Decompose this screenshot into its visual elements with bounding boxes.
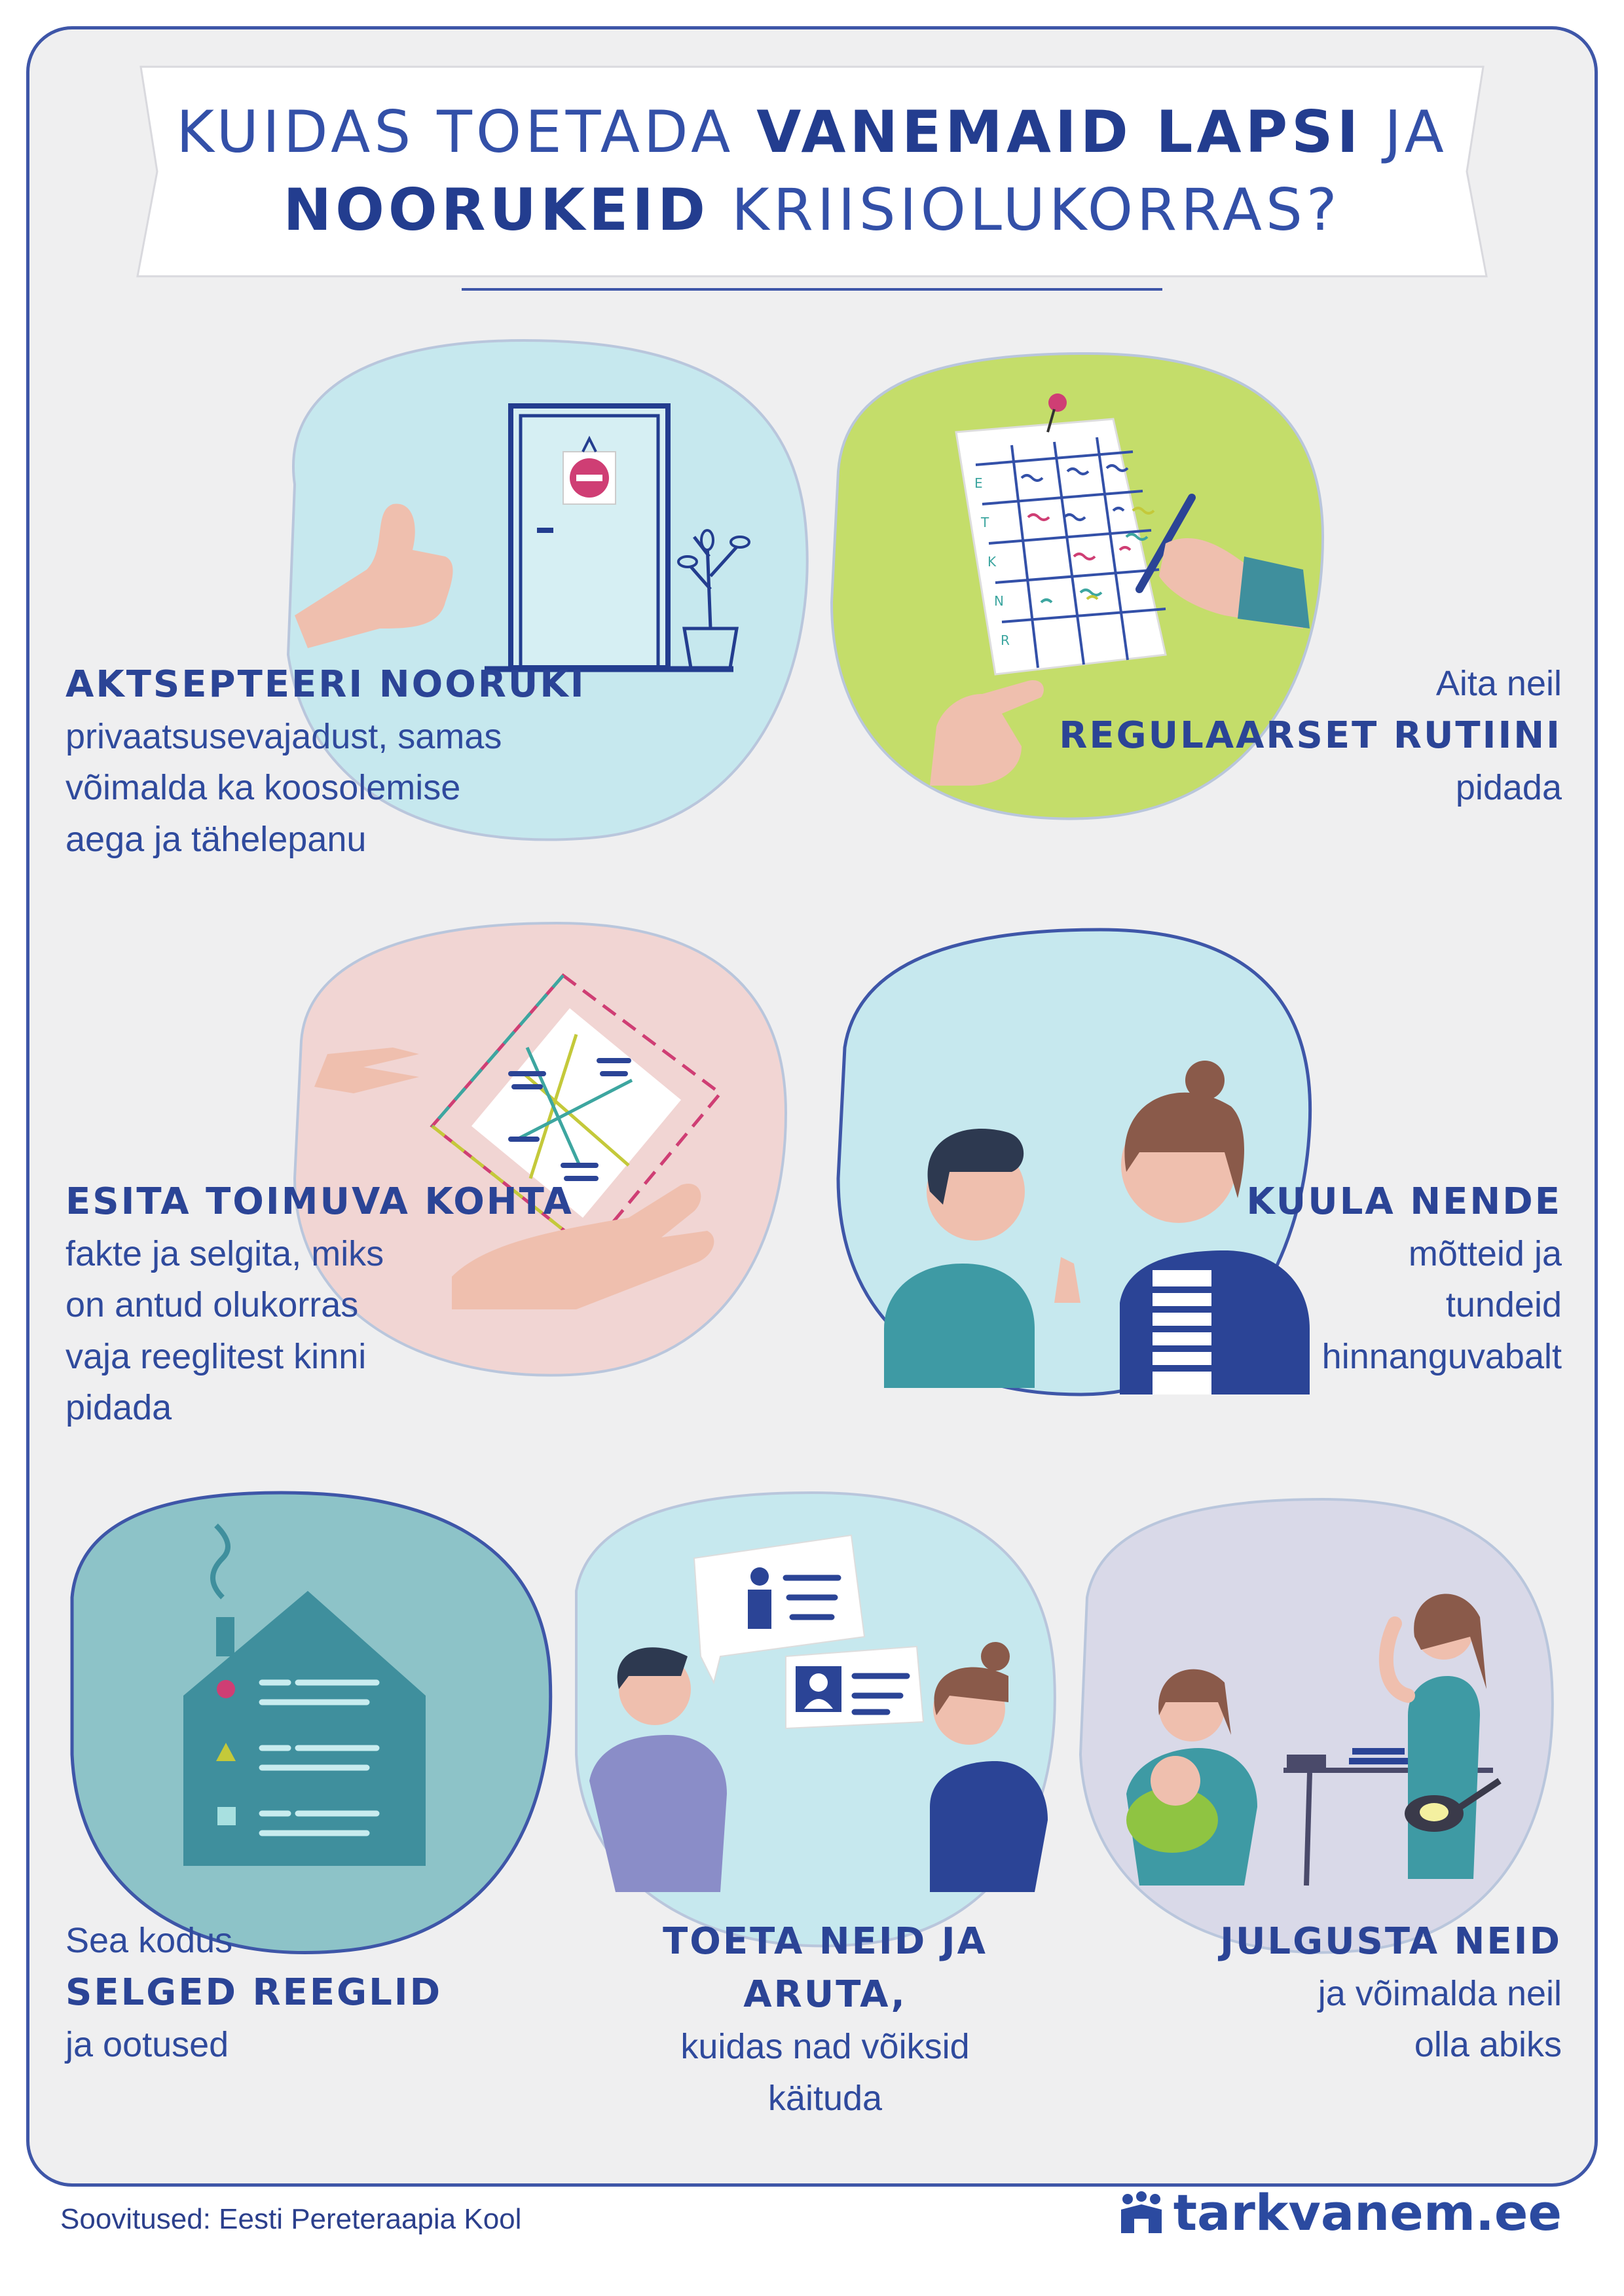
caption-line: võimalda ka koosolemise — [65, 768, 461, 808]
caption-line: Sea kodus — [65, 1921, 233, 1960]
caption-line: Aita neil — [1435, 664, 1562, 703]
illustration-encourage — [1079, 1497, 1554, 1954]
caption-encourage: JULGUSTA NEID ja võimalda neil olla abik… — [1220, 1915, 1562, 2071]
caption-routine: Aita neil REGULAARSET RUTIINI pidada — [1059, 658, 1562, 814]
caption-heading: REGULAARSET RUTIINI — [1059, 714, 1562, 757]
illustration-facts — [293, 921, 788, 1377]
caption-line: ja ootused — [65, 2025, 229, 2065]
pointing-hand-icon — [930, 680, 1044, 786]
title-divider — [462, 288, 1162, 291]
illustration-support — [575, 1491, 1056, 1948]
illustration-privacy — [286, 338, 809, 841]
title-line-2: NOORUKEID KRIISIOLUKORRAS? — [283, 172, 1340, 249]
schedule-paper-icon: E T K N R — [955, 418, 1167, 676]
caption-line: mõtteid ja — [1408, 1234, 1562, 1274]
caption-heading: KUULA NENDE — [1246, 1180, 1562, 1223]
caption-privacy: AKTSEPTEERI NOORUKI privaatsusevajadust,… — [65, 658, 586, 865]
schedule-letter: T — [980, 515, 989, 530]
caption-line: vaja reeglitest kinni — [65, 1336, 367, 1376]
caption-rules: Sea kodus SELGED REEGLID ja ootused — [65, 1915, 442, 2071]
title-part-bold: VANEMAID LAPSI — [756, 98, 1363, 166]
caption-line: tundeid — [1445, 1285, 1562, 1325]
illustration-listen — [836, 928, 1312, 1396]
thumbs-up-icon — [295, 503, 453, 648]
caption-line: on antud olukorras — [65, 1285, 359, 1325]
caption-line: ja võimalda neil — [1318, 1974, 1562, 2014]
schedule-letter: E — [974, 475, 983, 491]
caption-heading: AKTSEPTEERI NOORUKI — [65, 663, 586, 706]
tarkvanem-logo-icon — [1120, 2191, 1162, 2233]
title-part: JA — [1362, 98, 1448, 166]
illustration-routine: E T K N R — [830, 352, 1325, 820]
title-part: KUIDAS TOETADA — [176, 98, 757, 166]
caption-line: käituda — [767, 2078, 883, 2118]
caption-heading: JULGUSTA NEID — [1220, 1920, 1562, 1963]
caption-heading: SELGED REEGLID — [65, 1971, 443, 2014]
schedule-letter: N — [994, 593, 1004, 609]
door-icon — [485, 403, 733, 672]
pointing-hand-icon — [314, 1048, 419, 1093]
plant-icon — [677, 529, 750, 670]
schedule-letter: R — [1001, 632, 1010, 648]
caption-line: pidada — [65, 1388, 172, 1428]
card-icon — [430, 973, 723, 1253]
family-icon — [1126, 1594, 1502, 1886]
caption-support: TOETA NEID JA ARUTA, kuidas nad võiksid … — [609, 1915, 1041, 2124]
caption-line: fakte ja selgita, miks — [65, 1234, 384, 1274]
caption-line: privaatsusevajadust, samas — [65, 717, 502, 757]
banner-ribbon-icon — [136, 65, 1488, 278]
title-part-bold: NOORUKEID — [283, 176, 710, 244]
footer-source: Soovitused: Eesti Pereteraapia Kool — [60, 2203, 522, 2235]
caption-heading: TOETA NEID JA ARUTA, — [663, 1920, 987, 2016]
caption-line: pidada — [1455, 768, 1562, 808]
caption-facts: ESITA TOIMUVA KOHTA fakte ja selgita, mi… — [65, 1175, 574, 1433]
caption-heading: ESITA TOIMUVA KOHTA — [65, 1180, 574, 1223]
no-entry-sign-icon — [563, 435, 616, 505]
caption-line: aega ja tähelepanu — [65, 819, 367, 859]
brand-name: tarkvanem.ee — [1173, 2183, 1562, 2242]
caption-line: kuidas nad võiksid — [680, 2027, 970, 2067]
speech-bubble-icon — [693, 1534, 866, 1685]
pushpin-icon — [1046, 393, 1067, 433]
title-line-1: KUIDAS TOETADA VANEMAID LAPSI JA — [176, 94, 1448, 172]
caption-line: olla abiks — [1414, 2025, 1562, 2065]
page-title: KUIDAS TOETADA VANEMAID LAPSI JA NOORUKE… — [128, 60, 1496, 283]
schedule-letter: K — [987, 554, 997, 570]
caption-line: hinnanguvabalt — [1321, 1336, 1562, 1376]
caption-listen: KUULA NENDE mõtteid ja tundeid hinnanguv… — [1246, 1175, 1562, 1382]
house-icon — [183, 1523, 426, 1866]
title-banner: KUIDAS TOETADA VANEMAID LAPSI JA NOORUKE… — [128, 60, 1496, 283]
title-part: KRIISIOLUKORRAS? — [709, 176, 1341, 244]
speech-bubble-icon — [785, 1645, 925, 1730]
talking-people-icon — [884, 1061, 1310, 1394]
footer-brand[interactable]: tarkvanem.ee — [1118, 2183, 1562, 2242]
illustration-rules — [70, 1491, 553, 1954]
